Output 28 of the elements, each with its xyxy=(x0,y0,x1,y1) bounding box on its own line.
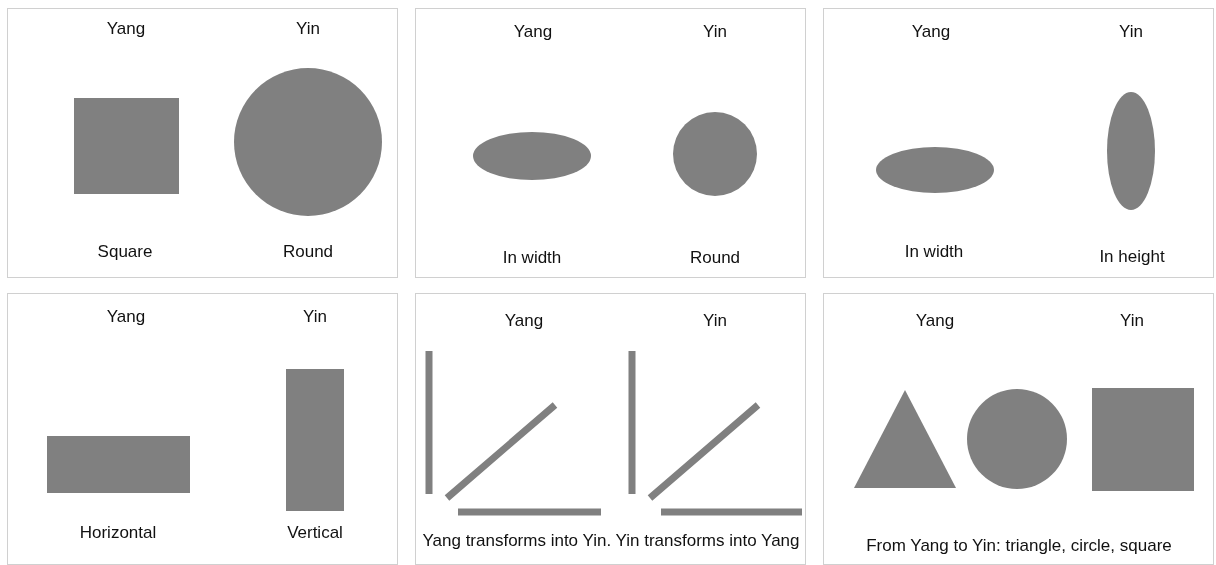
panel xyxy=(823,8,1214,278)
shape-label: In height xyxy=(1099,247,1165,267)
column-heading: Yang xyxy=(106,19,146,39)
column-heading: Yin xyxy=(703,22,727,42)
column-heading: Yin xyxy=(1120,311,1144,331)
column-heading: Yang xyxy=(915,311,955,331)
column-heading: Yin xyxy=(303,307,327,327)
column-heading: Yang xyxy=(911,22,951,42)
panel xyxy=(7,293,398,565)
column-heading: Yin xyxy=(1119,22,1143,42)
shape-label: Horizontal xyxy=(79,523,157,543)
column-heading: Yang xyxy=(513,22,553,42)
shape-label: Round xyxy=(282,242,334,262)
shape-label: Vertical xyxy=(287,523,343,543)
panel xyxy=(415,293,806,565)
shape-label: In width xyxy=(502,248,562,268)
shape-label: From Yang to Yin: triangle, circle, square xyxy=(866,536,1172,556)
shape-label: In width xyxy=(904,242,964,262)
column-heading: Yin xyxy=(703,311,727,331)
panel xyxy=(7,8,398,278)
shape-label: Yang transforms into Yin. Yin transforms into Yang xyxy=(422,531,800,551)
shape-label: Round xyxy=(689,248,741,268)
column-heading: Yin xyxy=(296,19,320,39)
panel xyxy=(823,293,1214,565)
column-heading: Yang xyxy=(504,311,544,331)
column-heading: Yang xyxy=(106,307,146,327)
panel xyxy=(415,8,806,278)
shape-label: Square xyxy=(97,242,153,262)
